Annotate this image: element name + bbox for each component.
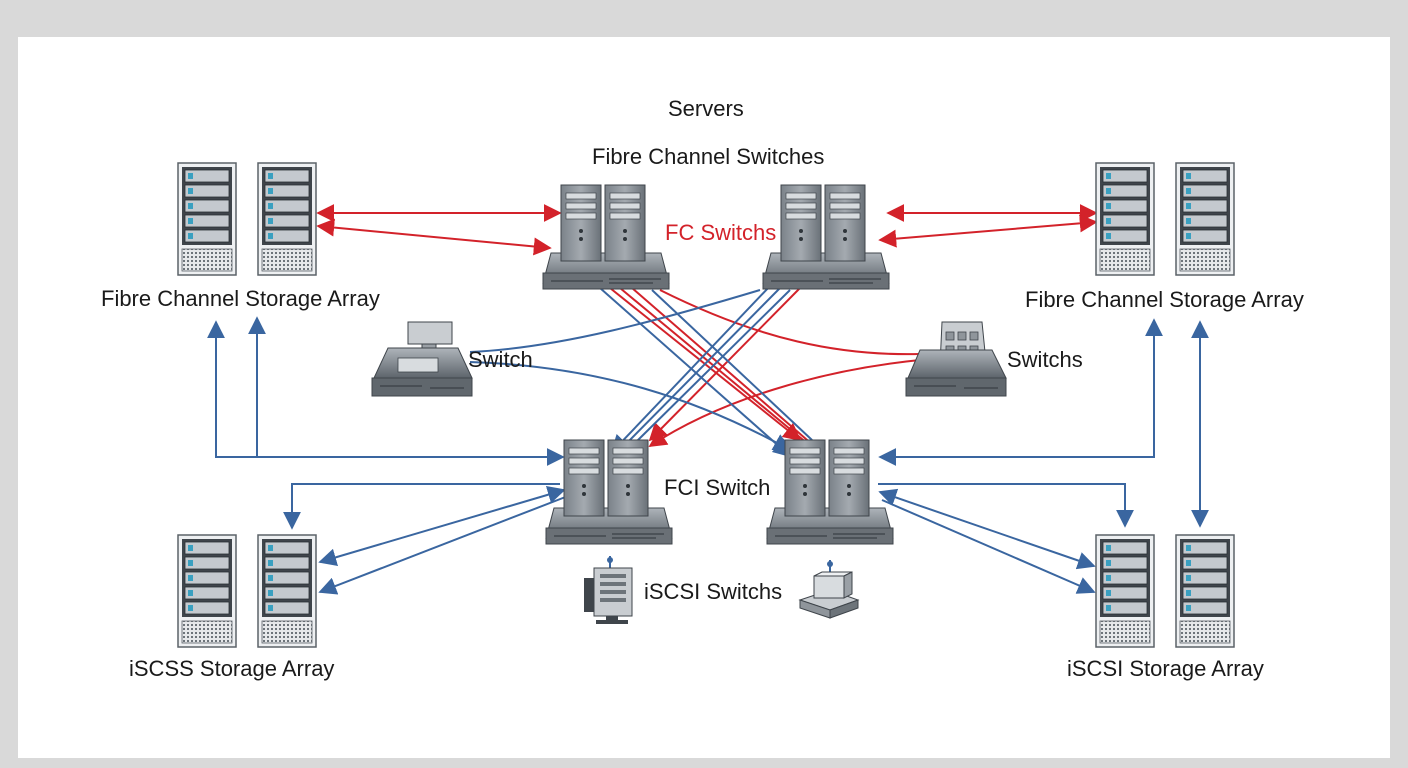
switch-left-label: Switch: [468, 347, 533, 372]
desktop-switch-icon: [371, 321, 473, 397]
desktop-switch-icon: [905, 321, 1007, 397]
iscsi-switchs-label: iSCSI Switchs: [644, 579, 783, 604]
fci-switch-label: FCI Switch: [664, 475, 771, 500]
fc-switch-right: [762, 184, 890, 290]
storage-rack-icon: [1175, 534, 1235, 648]
fc-storage-array-left: [177, 162, 317, 276]
fci-switch-right: [766, 439, 894, 545]
iscss-storage-array: [177, 534, 317, 648]
fc-switches-title: Fibre Channel Switches: [592, 144, 825, 169]
switch-right-label: Switchs: [1007, 347, 1083, 372]
iscsi-storage-label: iSCSI Storage Array: [1067, 656, 1264, 681]
iscsi-links: [207, 285, 1209, 595]
stacked-box-icon: [798, 560, 860, 619]
servers-label: Servers: [668, 96, 744, 121]
iscsi-storage-array: [1095, 534, 1235, 648]
storage-rack-icon: [257, 162, 317, 276]
storage-rack-icon: [177, 162, 237, 276]
fc-storage-left-label: Fibre Channel Storage Array: [101, 286, 380, 311]
fc-switches-label: FC Switchs: [665, 220, 777, 245]
storage-rack-icon: [177, 534, 237, 648]
iscss-storage-label: iSCSS Storage Array: [129, 656, 335, 681]
storage-rack-icon: [1095, 162, 1155, 276]
fc-switch-left: [542, 184, 670, 290]
fci-switch-left: [545, 439, 673, 545]
storage-rack-icon: [1095, 534, 1155, 648]
fc-storage-right-label: Fibre Channel Storage Array: [1025, 287, 1304, 312]
workstation-icon: [584, 556, 633, 624]
storage-rack-icon: [1175, 162, 1235, 276]
fc-storage-array-right: [1095, 162, 1235, 276]
storage-rack-icon: [257, 534, 317, 648]
